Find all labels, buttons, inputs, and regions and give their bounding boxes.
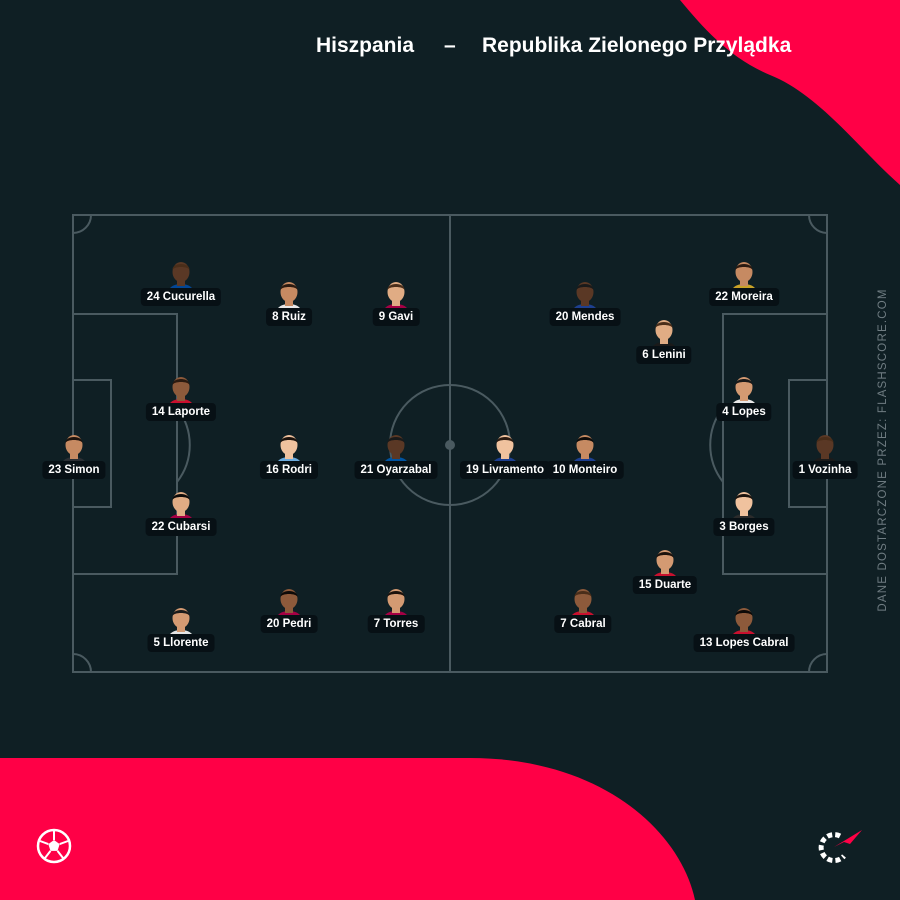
corner-arc-top-right	[808, 214, 828, 234]
player-label: 6 Lenini	[636, 346, 692, 364]
player-label: 20 Mendes	[549, 308, 621, 326]
data-source-credit: DANE DOSTARCZONE PRZEZ: FLASHSCORE.COM	[877, 288, 889, 612]
player-label: 4 Lopes	[716, 403, 772, 421]
player-label: 20 Pedri	[260, 615, 318, 633]
player-label: 8 Ruiz	[266, 308, 312, 326]
player-label: 10 Monteiro	[546, 461, 624, 479]
top-right-accent-shape	[680, 0, 900, 185]
player-label: 7 Cabral	[554, 615, 612, 633]
corner-arc-bottom-right	[808, 653, 828, 673]
player-label: 19 Livramento	[460, 461, 550, 479]
home-team-name: Hiszpania	[316, 34, 415, 57]
corner-arc-bottom-left	[72, 653, 92, 673]
player-label: 5 Llorente	[147, 634, 215, 652]
player-label: 24 Cucurella	[140, 288, 222, 306]
team-separator: –	[444, 34, 456, 57]
football-icon[interactable]	[36, 828, 72, 864]
player-label: 15 Duarte	[632, 576, 698, 594]
player-label: 3 Borges	[713, 518, 775, 536]
player-label: 23 Simon	[42, 461, 106, 479]
player-label: 21 Oyarzabal	[354, 461, 438, 479]
player-label: 16 Rodri	[259, 461, 319, 479]
center-spot	[445, 440, 455, 450]
player-label: 22 Cubarsi	[145, 518, 217, 536]
flashscore-logo	[818, 830, 862, 864]
corner-arc-top-left	[72, 214, 92, 234]
player-label: 22 Moreira	[709, 288, 779, 306]
match-header: Hiszpania – Republika Zielonego Przylądk…	[0, 34, 900, 64]
player-label: 9 Gavi	[372, 308, 420, 326]
player-label: 13 Lopes Cabral	[693, 634, 795, 652]
away-team-name: Republika Zielonego Przylądka	[482, 34, 792, 57]
bottom-accent-shape	[0, 758, 695, 900]
player-label: 14 Laporte	[145, 403, 217, 421]
player-label: 7 Torres	[367, 615, 425, 633]
player-label: 1 Vozinha	[792, 461, 858, 479]
